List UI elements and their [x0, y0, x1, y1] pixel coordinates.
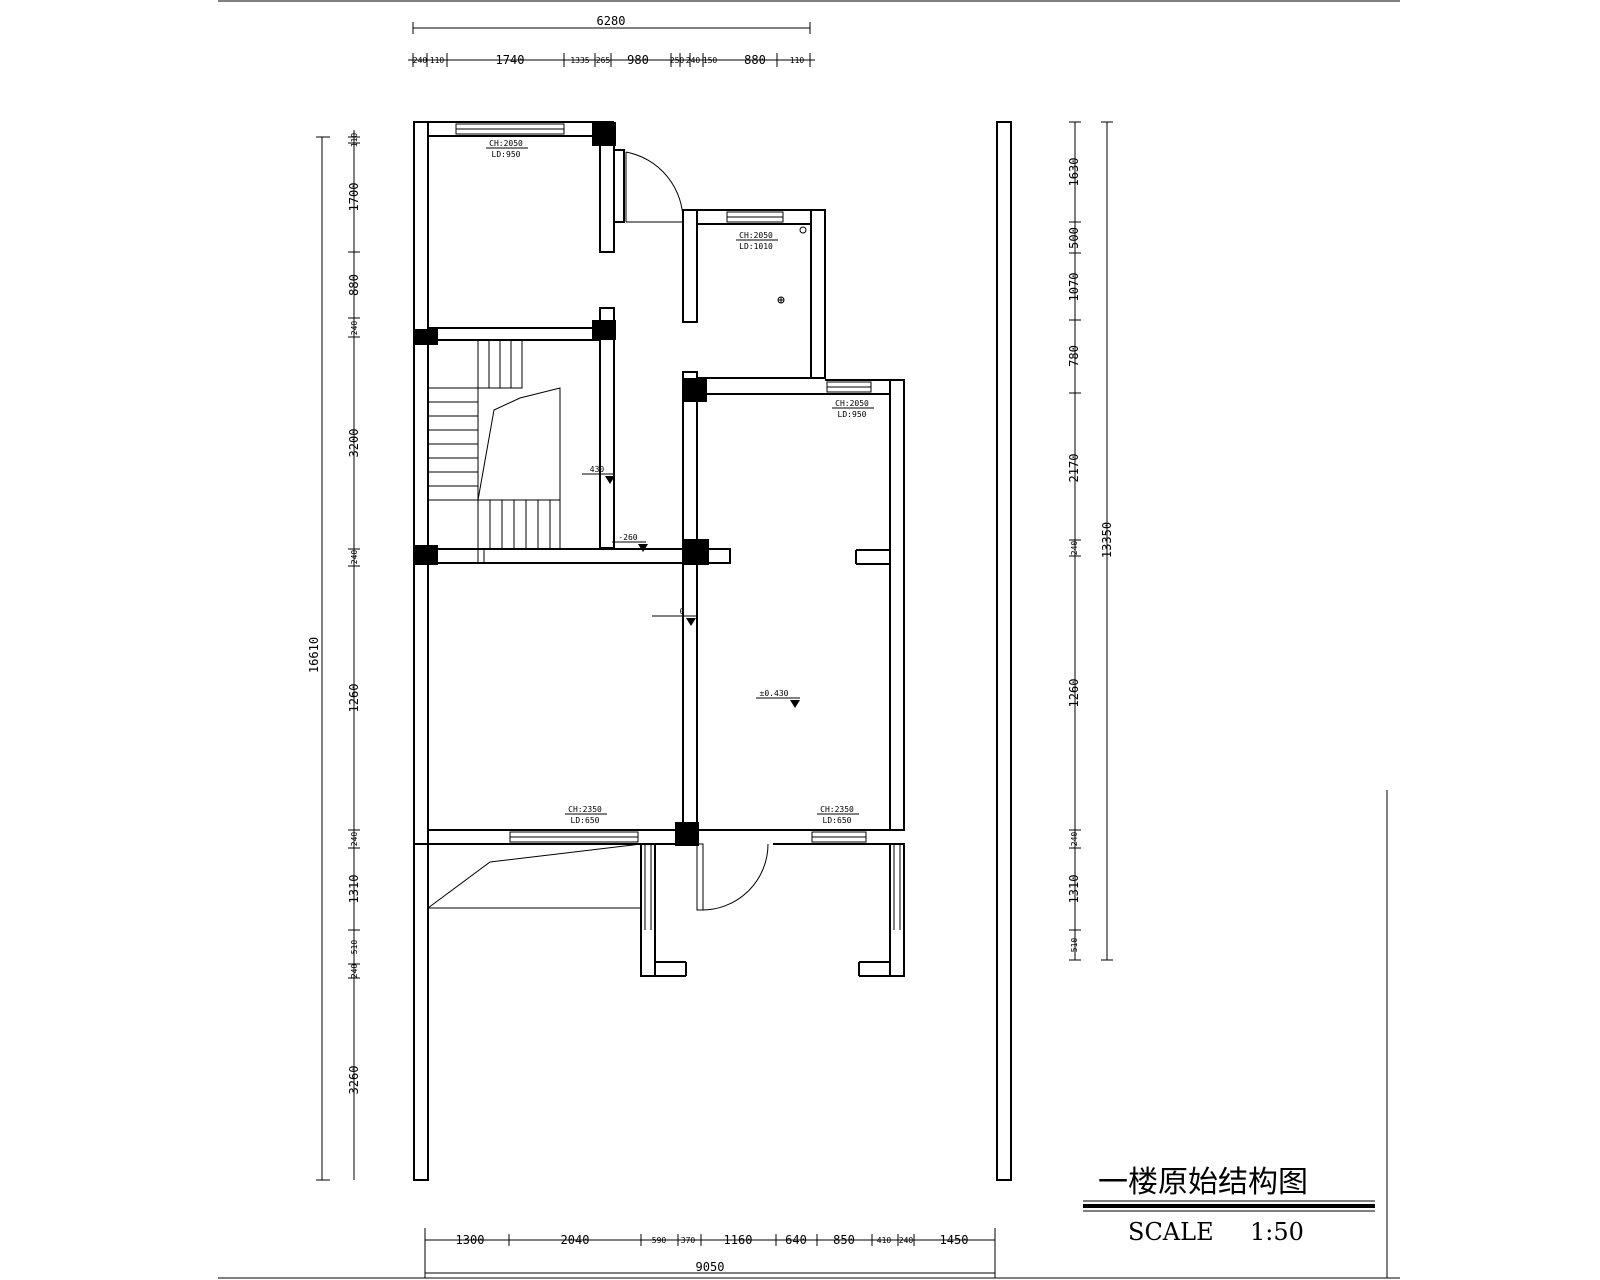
dim-label: 240 — [350, 321, 359, 336]
level-label-stair: 430 — [590, 465, 605, 474]
window-ld-label: LD:950 — [492, 150, 521, 159]
dim-label: 240 — [350, 964, 359, 979]
dim-label: 250 — [670, 56, 685, 65]
walls — [413, 121, 1012, 1181]
level-label-room: 0 — [680, 607, 685, 616]
level-label-living: ±0.430 — [760, 689, 789, 698]
title-block: 一楼原始结构图 SCALE 1:50 — [1083, 1165, 1375, 1246]
dim-label: 880 — [347, 274, 361, 296]
dim-label: 150 — [703, 56, 718, 65]
right-dimension-chain: 1630 500 1070 780 2170 240 1260 240 1310… — [1067, 121, 1114, 961]
staircase — [427, 339, 561, 563]
dim-label: 410 — [877, 1236, 892, 1245]
dim-label: 240 — [899, 1236, 914, 1245]
dim-label: 370 — [681, 1236, 696, 1245]
dim-label: 980 — [627, 53, 649, 67]
window-annotations: CH:2050 LD:950 CH:2050 LD:1010 CH:2050 L… — [486, 139, 874, 825]
kitchen-fixtures — [777, 226, 807, 304]
dim-label: 1070 — [1067, 273, 1081, 302]
dim-label: 1260 — [347, 684, 361, 713]
left-total-dim: 16610 — [307, 637, 321, 673]
scale-label: SCALE — [1128, 1218, 1214, 1246]
window-ch-label: CH:2350 — [568, 805, 602, 814]
structural-columns — [414, 122, 709, 846]
dim-label: 640 — [785, 1233, 807, 1247]
dim-label: 2170 — [1067, 454, 1081, 483]
dim-label: 240 — [1070, 541, 1079, 556]
window-ld-label: LD:650 — [571, 816, 600, 825]
dim-label: 1335 — [570, 56, 589, 65]
dim-label: 240 — [350, 550, 359, 565]
right-total-dim: 13350 — [1100, 522, 1114, 558]
dim-label: 3260 — [347, 1066, 361, 1095]
dim-label: 2040 — [561, 1233, 590, 1247]
dim-label: 3200 — [347, 429, 361, 458]
dim-label: 1310 — [1067, 875, 1081, 904]
dim-label: 880 — [744, 53, 766, 67]
window-ld-label: LD:950 — [838, 410, 867, 419]
dim-label: 240 — [686, 56, 701, 65]
dim-label: 510 — [350, 940, 359, 955]
dim-label: 1630 — [1067, 158, 1081, 187]
dim-label: 1300 — [456, 1233, 485, 1247]
doors — [625, 151, 769, 911]
window-ch-label: CH:2050 — [739, 231, 773, 240]
dim-label: 500 — [1067, 227, 1081, 249]
windows — [455, 123, 872, 843]
dim-label: 780 — [1067, 345, 1081, 367]
dim-label: 265 — [596, 56, 611, 65]
dim-label: 110 — [790, 56, 805, 65]
left-dimension-chain: 16610 110 1700 880 240 3200 240 1260 240… — [307, 130, 361, 1181]
window-ch-label: CH:2350 — [820, 805, 854, 814]
dim-label: 240 — [350, 832, 359, 847]
dim-label: 1310 — [347, 875, 361, 904]
top-total-dim: 6280 — [597, 14, 626, 28]
scale-value: 1:50 — [1250, 1218, 1304, 1246]
dim-label: 1260 — [1067, 679, 1081, 708]
dim-label: 1700 — [347, 183, 361, 212]
bottom-dimension-chain: 1300 2040 590 370 1160 640 850 410 240 1… — [424, 1228, 996, 1278]
dim-label: 240 — [1070, 832, 1079, 847]
dim-label: 590 — [652, 1236, 667, 1245]
window-ld-label: LD:1010 — [739, 242, 773, 251]
window-ld-label: LD:650 — [823, 816, 852, 825]
level-markers: 430 -260 0 ±0.430 — [582, 465, 800, 708]
level-label-corridor: -260 — [618, 533, 637, 542]
window-ch-label: CH:2050 — [489, 139, 523, 148]
top-dimension-chain: 6280 240 110 1740 1335 265 980 250 240 1… — [408, 14, 815, 67]
bottom-total-dim: 9050 — [696, 1260, 725, 1274]
dim-label: 1450 — [940, 1233, 969, 1247]
dim-label: 110 — [350, 133, 359, 148]
window-ch-label: CH:2050 — [835, 399, 869, 408]
dim-label: 240 — [413, 56, 428, 65]
dim-label: 850 — [833, 1233, 855, 1247]
dim-label: 510 — [1070, 938, 1079, 953]
outdoor-ramp — [427, 843, 642, 909]
drawing-title: 一楼原始结构图 — [1098, 1165, 1308, 1200]
dim-label: 110 — [430, 56, 445, 65]
dim-label: 1160 — [724, 1233, 753, 1247]
dim-label: 1740 — [496, 53, 525, 67]
